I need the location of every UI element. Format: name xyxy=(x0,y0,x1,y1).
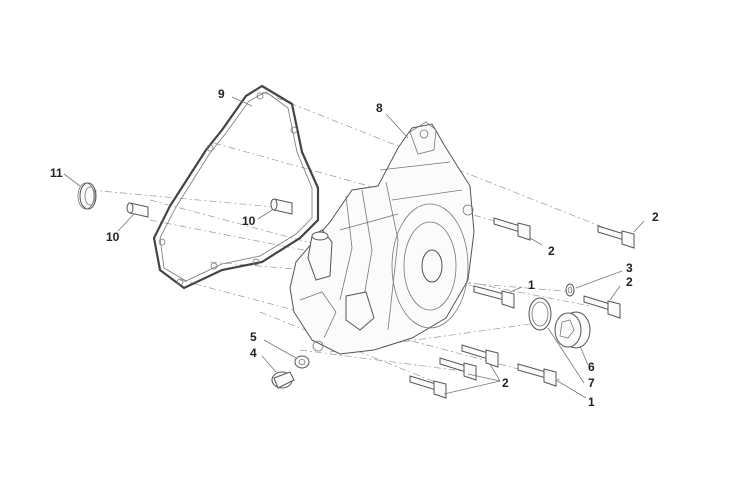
o-ring xyxy=(528,297,552,331)
callout-labels: 8 9 11 10 10 2 2 3 2 1 5 4 6 7 2 1 xyxy=(50,87,659,409)
dowel-pin-left xyxy=(126,202,149,218)
callout-6: 6 xyxy=(588,360,595,374)
sealing-washer xyxy=(565,283,575,297)
callout-3: 3 xyxy=(626,261,633,275)
long-bolt-lower xyxy=(517,363,557,387)
drain-plug xyxy=(271,371,295,389)
drain-plug-washer xyxy=(294,355,310,369)
callout-1-middle: 1 xyxy=(528,278,535,292)
callout-8: 8 xyxy=(376,101,383,115)
callout-5: 5 xyxy=(250,330,257,344)
callout-7: 7 xyxy=(588,376,595,390)
bolt-upper-middle xyxy=(493,217,531,241)
callout-11: 11 xyxy=(50,166,63,180)
alternator-cover xyxy=(289,121,475,355)
callout-10-right: 10 xyxy=(242,214,256,228)
inspection-plug xyxy=(554,311,591,349)
callout-9: 9 xyxy=(218,87,225,101)
callout-2-right-middle: 2 xyxy=(626,275,633,289)
callout-10-left: 10 xyxy=(106,230,120,244)
callout-1-lower: 1 xyxy=(588,395,595,409)
bolt-lower-c xyxy=(409,375,447,399)
callout-4: 4 xyxy=(250,346,257,360)
bolt-right-middle xyxy=(583,295,621,319)
bolt-lower-a xyxy=(461,344,499,368)
cover-gasket xyxy=(152,84,320,290)
bolt-upper-right xyxy=(597,225,635,249)
dowel-pin-right xyxy=(270,198,293,215)
callout-2-upper-middle: 2 xyxy=(548,244,555,258)
bolt-lower-b xyxy=(439,357,477,381)
oil-seal xyxy=(77,182,97,210)
callout-2-lower: 2 xyxy=(502,376,509,390)
callout-2-upper-right: 2 xyxy=(652,210,659,224)
callout-leaders xyxy=(63,96,645,399)
long-bolt-middle xyxy=(473,285,515,309)
